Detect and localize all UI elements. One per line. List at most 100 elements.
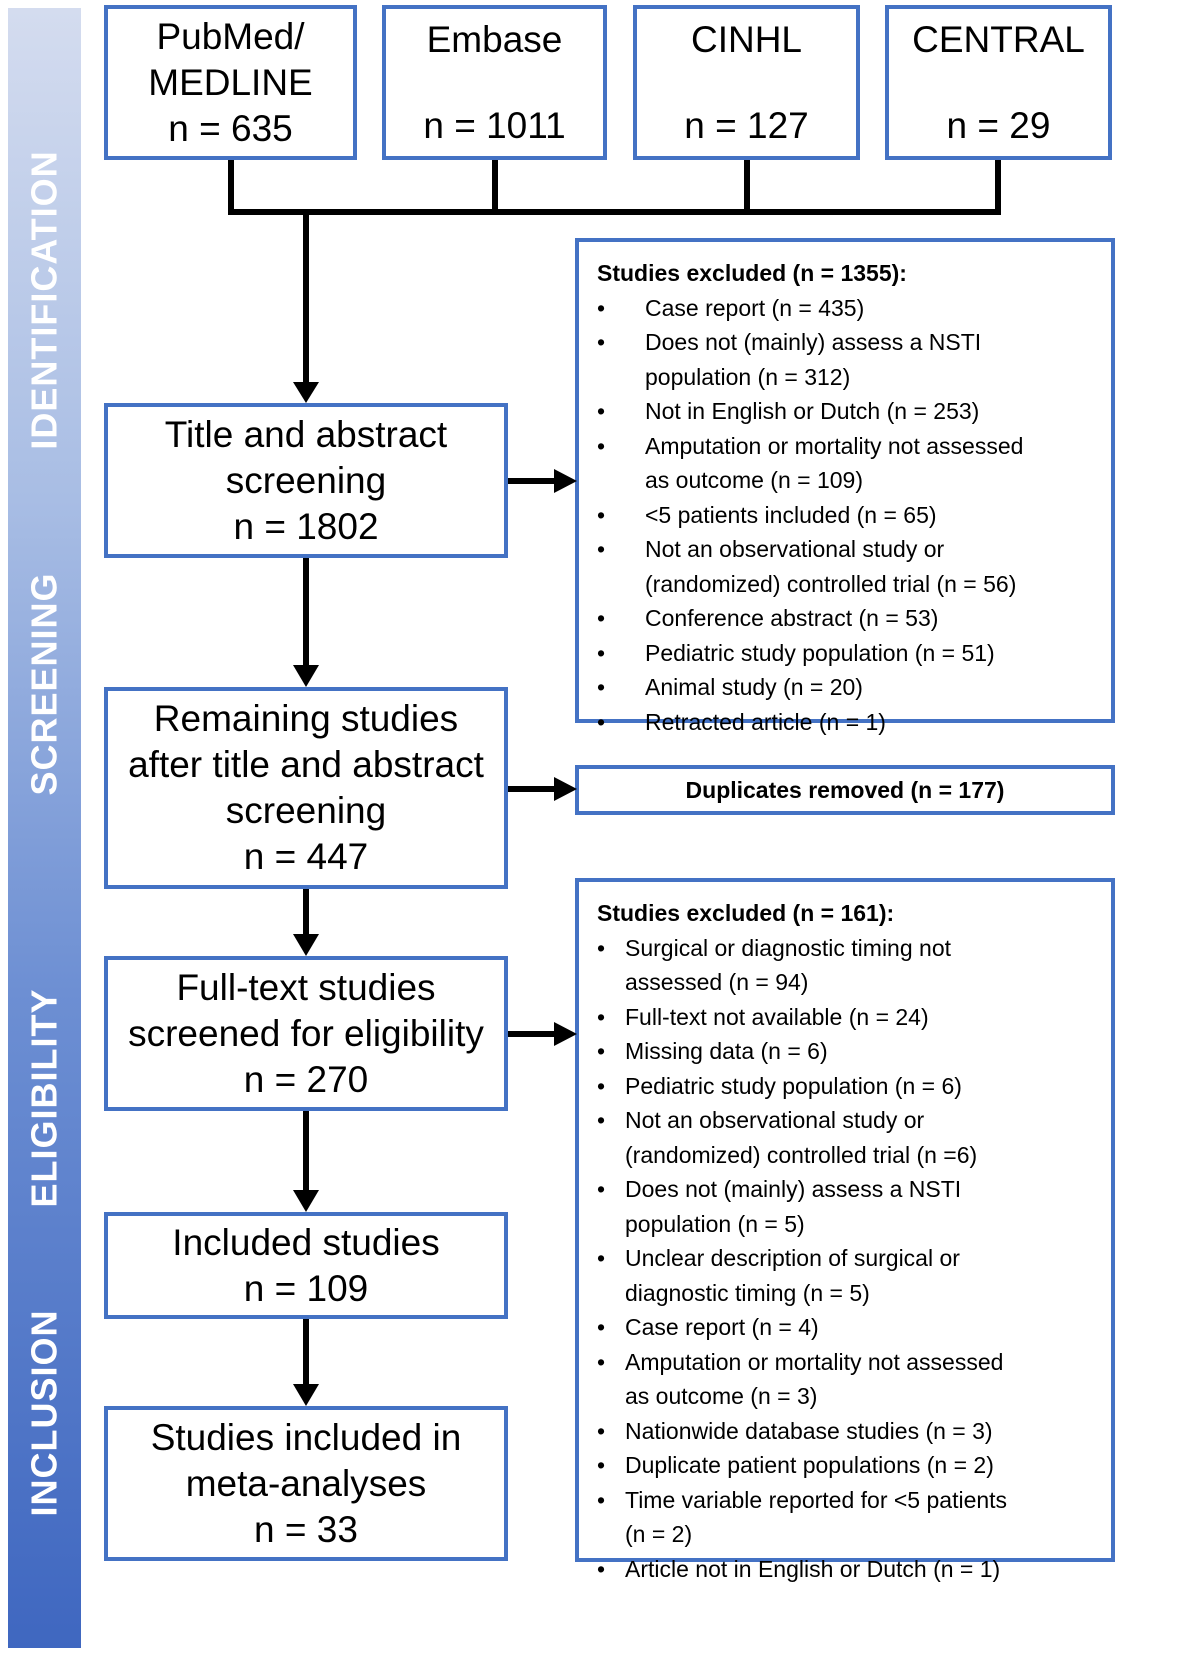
database-name: MEDLINE	[148, 61, 313, 103]
exclusion-item-text: Not an observational study or	[625, 1107, 925, 1133]
exclusion-box-eligibility: Studies excluded (n = 161): Surgical or …	[575, 878, 1115, 1586]
exclusion-item-text: (randomized) controlled trial (n = 56)	[645, 570, 1017, 597]
exclusion-item-text: assessed (n = 94)	[625, 969, 809, 995]
exclusion-item: Animal study (n = 20)	[597, 670, 1093, 705]
exclusion-item-text: as outcome (n = 109)	[645, 467, 863, 493]
exclusion-item-text: Animal study (n = 20)	[645, 674, 863, 700]
database-name: Embase	[426, 18, 563, 60]
exclusion-item: Does not (mainly) assess a NSTI populatio…	[597, 325, 1093, 394]
exclusion-item-text: diagnostic timing (n = 5)	[625, 1279, 870, 1306]
exclusion-item-text: Pediatric study population (n = 6)	[625, 1072, 962, 1099]
exclusion-item: Retracted article (n = 1)	[597, 705, 1093, 740]
database-name: CENTRAL	[912, 18, 1085, 60]
exclusion-item-text: Missing data (n = 6)	[625, 1038, 828, 1064]
flow-text: Included studies	[172, 1221, 440, 1263]
database-box-embase: Embase n = 1011	[382, 5, 607, 160]
flow-count: n = 33	[254, 1508, 358, 1550]
flow-box-included-studies: Included studies n = 109	[104, 1212, 508, 1319]
exclusion-item: Pediatric study population (n = 6)	[597, 1069, 1093, 1104]
flow-text: Full-text studies	[176, 966, 436, 1008]
arrow-head	[554, 469, 577, 493]
exclusion-item: Missing data (n = 6)	[597, 1034, 1093, 1069]
exclusion-item: <5 patients included (n = 65)	[597, 498, 1093, 533]
exclusion-list: Surgical or diagnostic timing not assesse…	[597, 931, 1093, 1587]
flow-count: n = 109	[243, 1267, 369, 1309]
exclusion-item-text: <5 patients included (n = 65)	[645, 501, 937, 528]
flow-text: Title and abstract	[164, 413, 448, 455]
exclusion-item-text: Amputation or mortality not assessed	[645, 432, 1024, 459]
exclusion-item: Unclear description of surgical or diagno…	[597, 1241, 1093, 1310]
flow-text: screening	[225, 459, 387, 501]
exclusion-item-text: Conference abstract (n = 53)	[645, 605, 939, 631]
exclusion-item-text: Unclear description of surgical or	[625, 1245, 960, 1271]
database-count: n = 1011	[423, 104, 566, 146]
exclusion-item: Time variable reported for <5 patients (n…	[597, 1483, 1093, 1552]
exclusion-header: Studies excluded (n = 1355):	[597, 260, 907, 286]
exclusion-item: Conference abstract (n = 53)	[597, 601, 1093, 636]
exclusion-box-screening: Studies excluded (n = 1355): Case report…	[575, 238, 1115, 739]
arrow-head	[293, 382, 319, 403]
exclusion-item-text: Case report (n = 435)	[645, 294, 865, 321]
exclusion-item-text: Case report (n = 4)	[625, 1314, 819, 1340]
exclusion-item-text: Does not (mainly) assess a NSTI	[645, 329, 982, 355]
database-box-pubmed: PubMed/ MEDLINE n = 635	[104, 5, 357, 160]
exclusion-item: Duplicate patient populations (n = 2)	[597, 1448, 1093, 1483]
exclusion-item: Case report (n = 4)	[597, 1310, 1093, 1345]
database-box-central: CENTRAL n = 29	[885, 5, 1112, 160]
exclusion-item-text: Article not in English or Dutch (n = 1)	[625, 1555, 1001, 1582]
exclusion-item-text: Full-text not available (n = 24)	[625, 1003, 929, 1030]
exclusion-item: Article not in English or Dutch (n = 1)	[597, 1552, 1093, 1587]
exclusion-item-text: (n = 2)	[625, 1521, 693, 1547]
exclusion-item: Not an observational study or (randomized…	[597, 532, 1093, 601]
exclusion-item-text: Amputation or mortality not assessed	[625, 1348, 1004, 1375]
exclusion-item-text: Retracted article (n = 1)	[645, 708, 886, 735]
flow-count: n = 447	[243, 836, 369, 877]
arrow-head	[293, 665, 319, 687]
flow-text: Studies included in	[150, 1416, 462, 1458]
flow-box-remaining-studies: Remaining studies after title and abstra…	[104, 687, 508, 889]
flow-box-meta-analyses: Studies included in meta-analyses n = 33	[104, 1406, 508, 1561]
database-box-cinhl: CINHL n = 127	[633, 5, 860, 160]
flow-text: after title and abstract	[128, 744, 484, 785]
exclusion-item-text: Time variable reported for <5 patients	[625, 1486, 1008, 1513]
exclusion-item: Does not (mainly) assess a NSTI populatio…	[597, 1172, 1093, 1241]
exclusion-item-text: Not an observational study or	[645, 536, 945, 562]
exclusion-item: Not in English or Dutch (n = 253)	[597, 394, 1093, 429]
flow-text: Remaining studies	[153, 698, 459, 739]
exclusion-item-text: Pediatric study population (n = 51)	[645, 639, 995, 666]
arrow-head	[293, 1384, 319, 1406]
flow-text: meta-analyses	[185, 1462, 427, 1504]
arrow-head	[293, 934, 319, 956]
arrow-head	[554, 1022, 577, 1046]
arrow-head	[293, 1190, 319, 1212]
exclusion-item-text: population (n = 312)	[645, 363, 851, 390]
database-count: n = 127	[684, 104, 809, 146]
flow-count: n = 270	[243, 1058, 369, 1100]
exclusion-item: Not an observational study or (randomized…	[597, 1103, 1093, 1172]
database-name: PubMed/	[156, 15, 305, 57]
flow-text: screening	[225, 790, 387, 831]
flow-box-full-text-screening: Full-text studies screened for eligibili…	[104, 956, 508, 1111]
exclusion-item-text: (randomized) controlled trial (n =6)	[625, 1141, 978, 1168]
exclusion-item: Amputation or mortality not assessed as o…	[597, 429, 1093, 498]
exclusion-item-text: Surgical or diagnostic timing not	[625, 934, 951, 961]
exclusion-item-text: population (n = 5)	[625, 1210, 805, 1237]
database-count: n = 635	[168, 107, 293, 149]
database-count: n = 29	[946, 104, 1051, 146]
exclusion-item: Pediatric study population (n = 51)	[597, 636, 1093, 671]
duplicates-box: Duplicates removed (n = 177)	[575, 765, 1115, 815]
exclusion-item-text: Nationwide database studies (n = 3)	[625, 1417, 993, 1444]
exclusion-item-text: Duplicate patient populations (n = 2)	[625, 1452, 994, 1478]
duplicates-text: Duplicates removed (n = 177)	[685, 776, 1005, 803]
exclusion-item: Full-text not available (n = 24)	[597, 1000, 1093, 1035]
exclusion-item-text: Does not (mainly) assess a NSTI	[625, 1176, 962, 1202]
phase-sidebar: IDENTIFICATION SCREENING ELIGIBILITY INC…	[8, 8, 81, 1648]
exclusion-item-text: Not in English or Dutch (n = 253)	[645, 398, 980, 424]
exclusion-header: Studies excluded (n = 161):	[597, 900, 895, 926]
exclusion-item: Case report (n = 435)	[597, 291, 1093, 326]
arrow-head	[554, 777, 577, 801]
flow-count: n = 1802	[233, 505, 379, 547]
